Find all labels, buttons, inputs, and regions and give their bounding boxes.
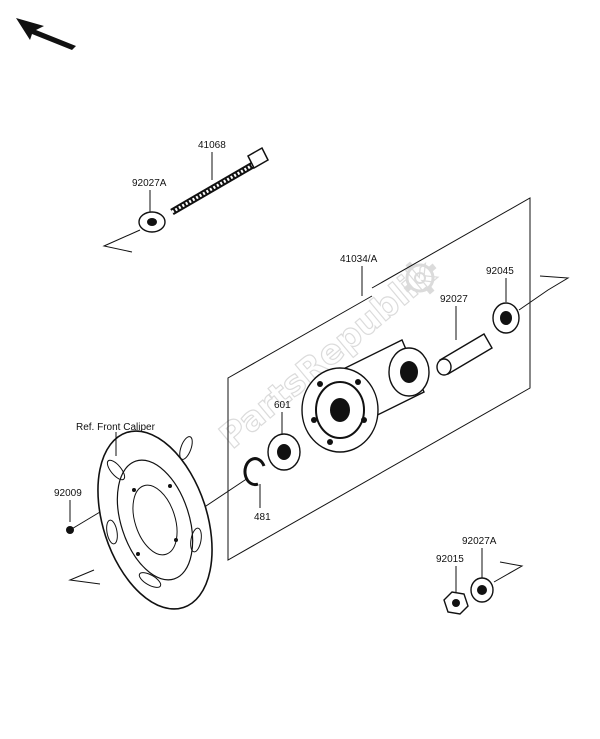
spacer: [436, 333, 493, 376]
label-481: 481: [254, 512, 271, 523]
label-41034a: 41034/A: [340, 254, 378, 265]
hub: [301, 339, 430, 453]
axle-bolt: [170, 146, 269, 216]
label-92027a-bottom: 92027A: [462, 536, 497, 547]
label-ref-front-caliper: Ref. Front Caliper: [76, 422, 156, 433]
arrow-up-left-icon: [16, 18, 76, 50]
label-601: 601: [274, 400, 291, 411]
label-41068: 41068: [198, 140, 226, 151]
label-92027: 92027: [440, 294, 468, 305]
gear-icon: [403, 261, 437, 295]
brake-disc: [97, 430, 213, 610]
axle-nut: [443, 591, 469, 615]
label-92009: 92009: [54, 488, 82, 499]
label-92045: 92045: [486, 266, 514, 277]
assembly-boundary: [227, 197, 531, 561]
collar-bottom: [470, 577, 494, 603]
circlip: [243, 457, 266, 487]
bearing-right: [492, 302, 520, 334]
label-92027a-top: 92027A: [132, 178, 167, 189]
label-92015: 92015: [436, 554, 464, 565]
disc-bolt: [66, 511, 101, 534]
bearing-left: [267, 433, 301, 471]
collar-top: [138, 211, 166, 233]
